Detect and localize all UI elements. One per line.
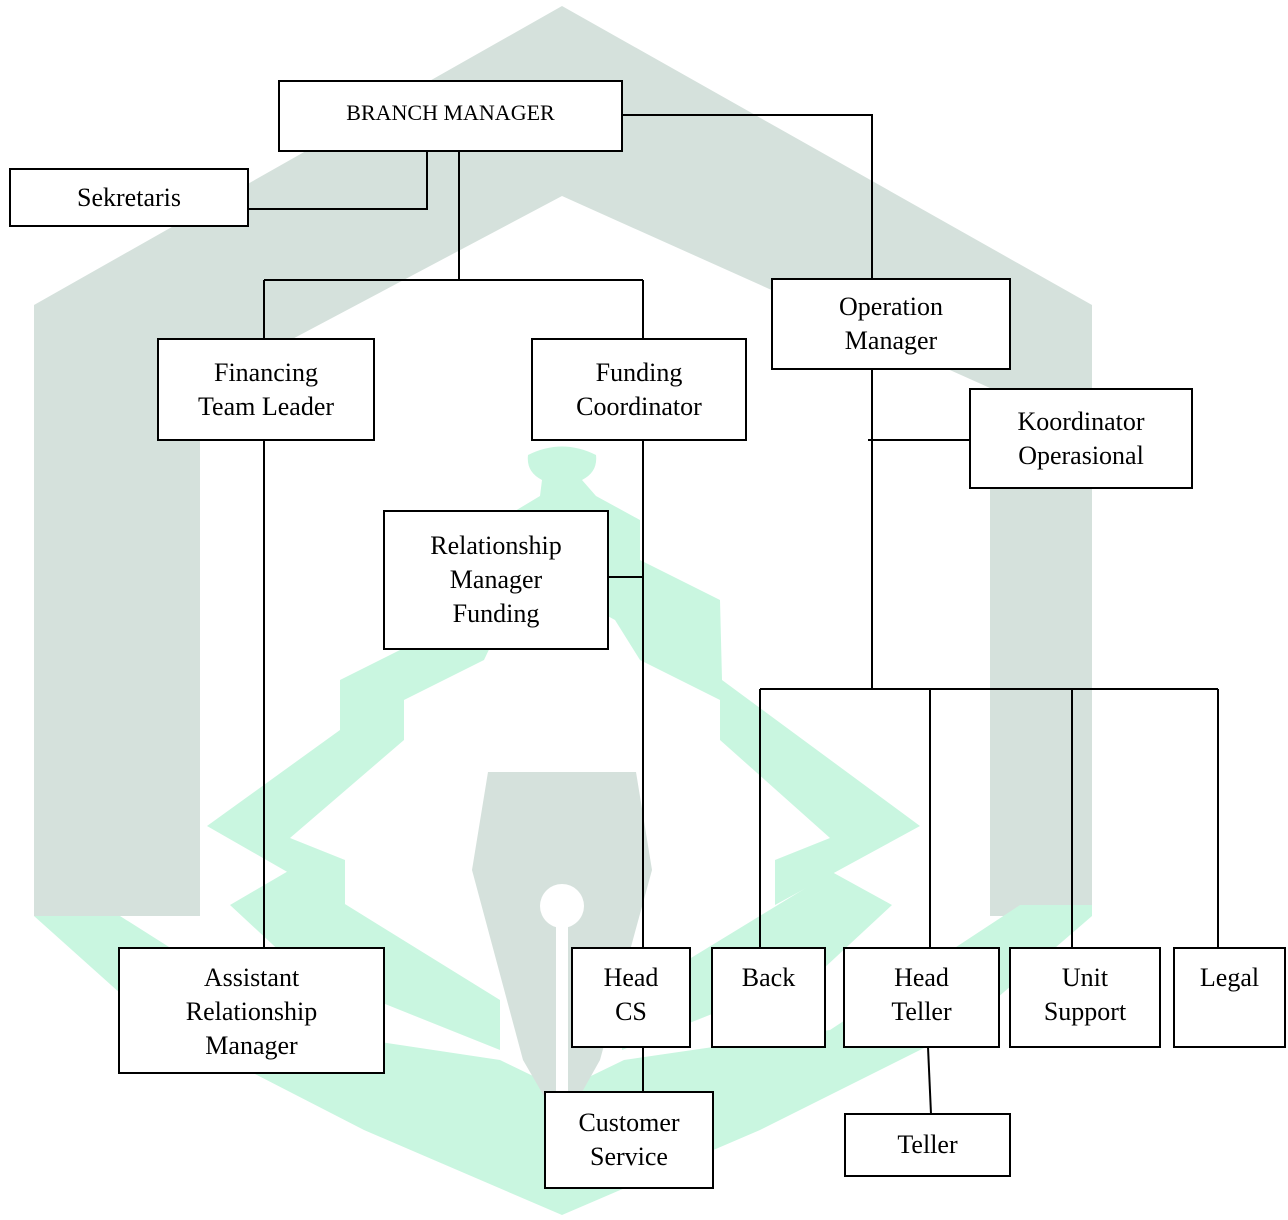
node-label: Financing Team Leader <box>197 357 335 421</box>
node-label: Customer Service <box>578 1108 680 1171</box>
watermark-nib-slit <box>556 920 568 1100</box>
line-bm-sekretaris <box>248 150 428 210</box>
node-customer-service: Customer Service <box>544 1091 714 1189</box>
line-bm-operation <box>622 114 873 279</box>
node-financing-team-leader: Financing Team Leader <box>157 338 375 441</box>
node-head-cs: Head CS <box>571 947 691 1048</box>
node-unit-support: Unit Support <box>1009 947 1161 1048</box>
node-label: Funding Coordinator <box>576 357 702 421</box>
node-label: Teller <box>897 1130 958 1159</box>
node-legal: Legal <box>1173 947 1286 1048</box>
node-label: Operation Manager <box>839 292 943 355</box>
node-label: Unit Support <box>1043 963 1127 1026</box>
node-label: Assistant Relationship Manager <box>185 963 318 1060</box>
node-operation-manager: Operation Manager <box>771 278 1011 370</box>
node-relationship-manager-funding: Relationship Manager Funding <box>383 510 609 650</box>
node-label: Head Teller <box>891 963 952 1026</box>
node-sekretaris: Sekretaris <box>9 168 249 227</box>
node-assistant-relationship-manager: Assistant Relationship Manager <box>118 947 385 1074</box>
node-teller: Teller <box>844 1113 1011 1177</box>
node-label: Back <box>741 963 796 992</box>
watermark-nib-hole <box>540 884 584 928</box>
node-label: BRANCH MANAGER <box>346 100 555 125</box>
watermark-hexagon <box>34 6 1092 916</box>
node-branch-manager: BRANCH MANAGER <box>278 80 623 152</box>
node-label: Sekretaris <box>77 182 181 212</box>
node-koordinator-operasional: Koordinator Operasional <box>969 388 1193 489</box>
node-back: Back <box>711 947 826 1048</box>
node-label: Relationship Manager Funding <box>430 531 562 628</box>
node-label: Legal <box>1199 963 1260 992</box>
node-funding-coordinator: Funding Coordinator <box>531 338 747 441</box>
node-label: Head CS <box>603 963 659 1026</box>
node-head-teller: Head Teller <box>843 947 1000 1048</box>
line-headteller-teller <box>927 1046 932 1115</box>
node-label: Koordinator Operasional <box>1017 406 1145 470</box>
